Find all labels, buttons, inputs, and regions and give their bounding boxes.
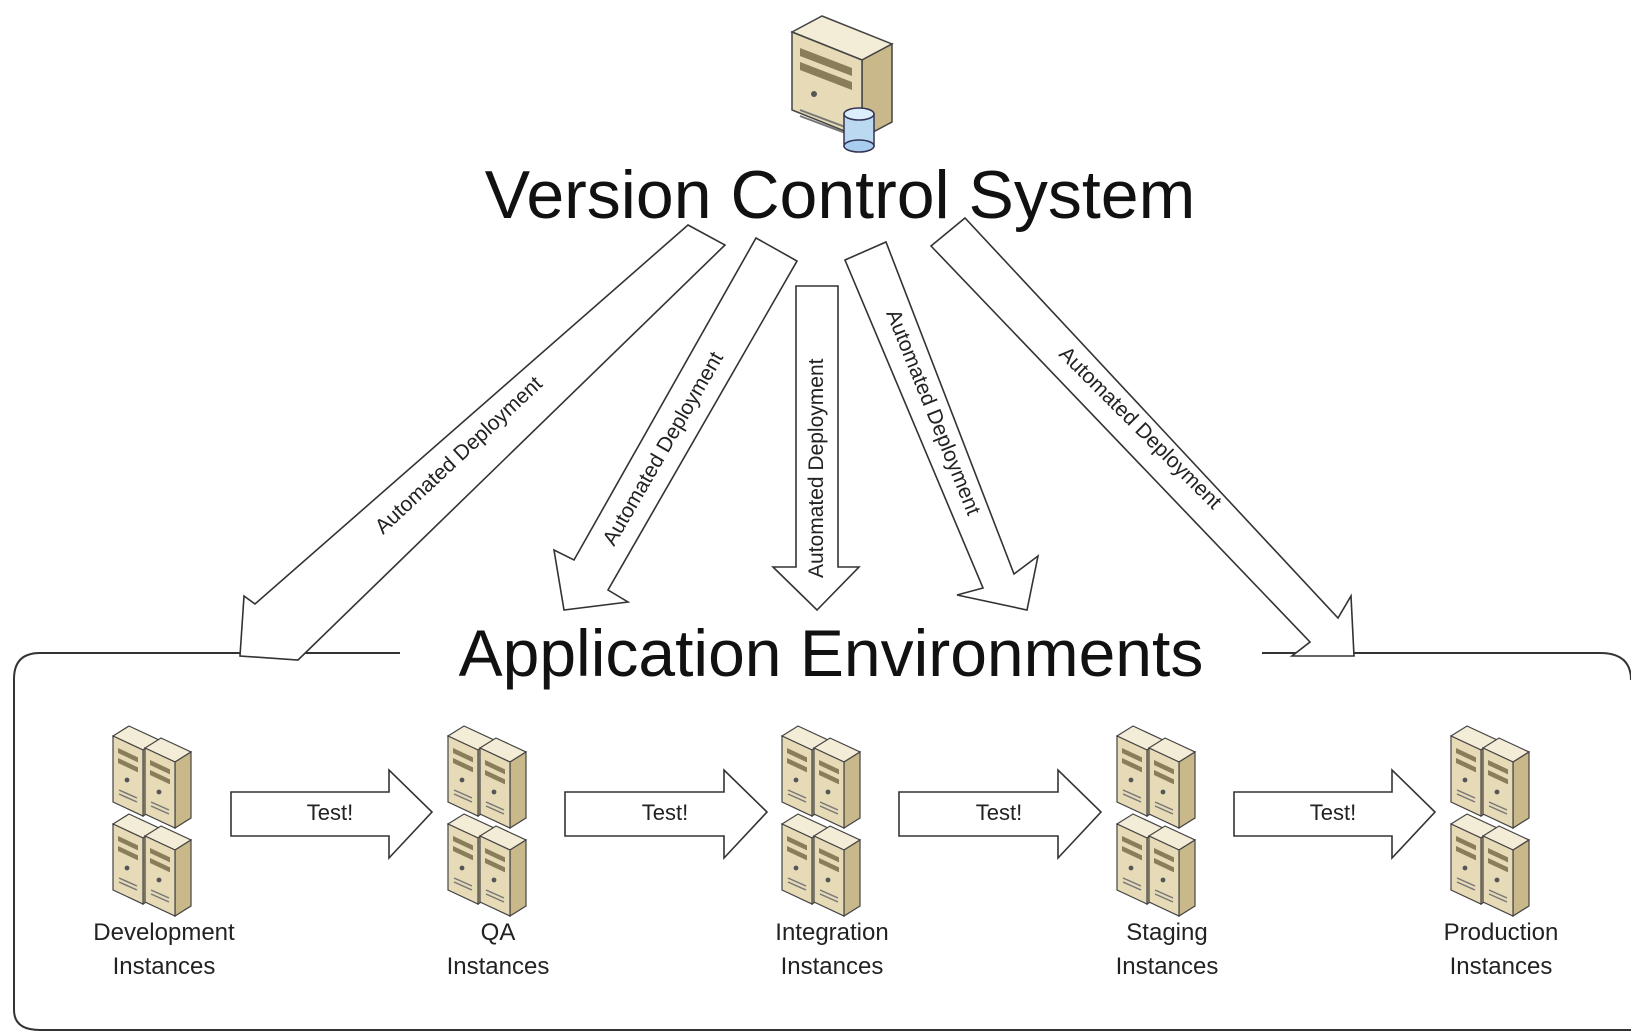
stage-label-line1: QA — [481, 919, 516, 946]
deploy-arrow-1 — [239, 224, 727, 661]
stage-qa — [448, 726, 526, 916]
stage-label-line1: Integration — [775, 919, 888, 946]
environments-title-backing — [400, 618, 1262, 690]
deploy-arrow-3 — [771, 285, 861, 612]
stage-label-line1: Production — [1444, 919, 1559, 946]
database-server-icon — [790, 15, 894, 153]
stage-production — [1451, 726, 1529, 916]
test-arrow-3 — [898, 768, 1103, 861]
stage-label-line2: Instances — [781, 953, 884, 980]
server-cluster-icon — [1117, 726, 1195, 916]
test-label-1: Test! — [307, 800, 353, 825]
deploy-arrow-4 — [843, 240, 1040, 611]
test-arrow-2 — [564, 768, 769, 861]
test-label-2: Test! — [642, 800, 688, 825]
stage-development — [113, 726, 191, 916]
test-arrows — [230, 768, 1437, 861]
stage-label-line2: Instances — [447, 953, 550, 980]
test-label-3: Test! — [976, 800, 1022, 825]
deploy-label-3: Automated Deployment — [805, 358, 828, 578]
deploy-arrow-5 — [929, 216, 1355, 657]
stage-label-line2: Instances — [113, 953, 216, 980]
stage-staging — [1117, 726, 1195, 916]
server-cluster-icon — [448, 726, 526, 916]
deploy-label-1: Automated Deployment — [371, 372, 547, 539]
deploy-arrow-2 — [552, 236, 799, 611]
test-labels: Test! Test! Test! Test! — [307, 800, 1356, 825]
deployment-arrows — [239, 216, 1355, 661]
deploy-label-2: Automated Deployment — [598, 348, 728, 550]
stage-label-line2: Instances — [1116, 953, 1219, 980]
test-arrow-4 — [1233, 768, 1437, 861]
test-label-4: Test! — [1310, 800, 1356, 825]
deploy-label-5: Automated Deployment — [1054, 342, 1226, 514]
stage-labels: Development Instances QA Instances Integ… — [93, 919, 1558, 980]
server-cluster-icon — [1451, 726, 1529, 916]
stage-label-line1: Staging — [1126, 919, 1207, 946]
top-title: Version Control System — [485, 157, 1196, 233]
environments-title: Application Environments — [459, 616, 1204, 690]
test-arrow-1 — [230, 768, 434, 861]
server-cluster-icon — [113, 726, 191, 916]
server-cluster-icon — [782, 726, 860, 916]
stage-integration — [782, 726, 860, 916]
stage-label-line2: Instances — [1450, 953, 1553, 980]
deploy-label-4: Automated Deployment — [881, 306, 985, 518]
stage-label-line1: Development — [93, 919, 235, 946]
